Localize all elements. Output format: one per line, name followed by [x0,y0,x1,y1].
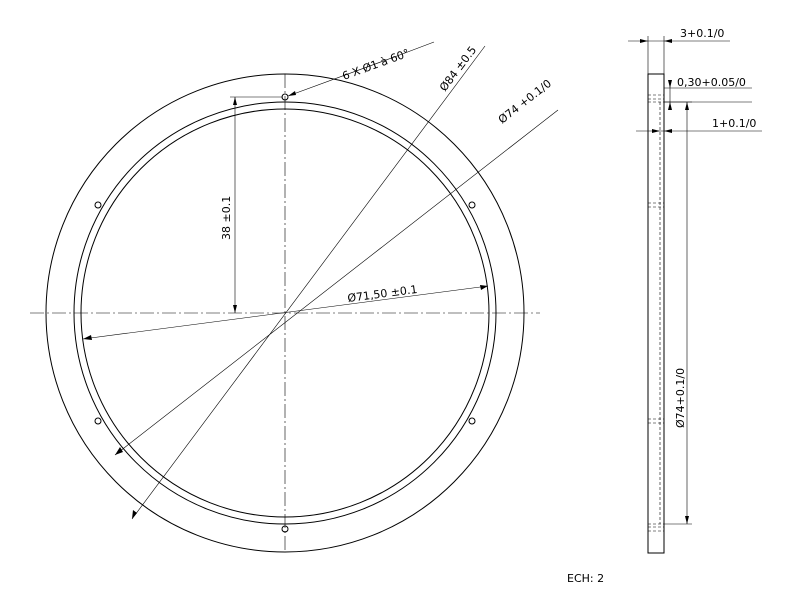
mounting-holes [94,93,476,533]
side-view: 3+0.1/0 0,30+0.05/0 1+0.1/0 Ø74+0.1/0 [628,27,762,554]
arrowhead [288,91,296,96]
outer-diameter-dimension-line [131,45,486,520]
arrowhead [115,447,123,455]
inner-diameter-dimension-line [82,285,489,340]
mounting-hole [94,417,102,425]
mounting-hole [468,417,476,425]
hole-radius-label: 38 ±0.1 [220,196,233,240]
front-view: 6 X Ø1 à 60° Ø84 ±0.5 Ø74 +0.1/0 Ø71,50 … [30,41,559,553]
groove-diameter-label: Ø74 +0.1/0 [496,77,554,126]
mounting-hole [468,201,476,209]
inner-circle [80,108,490,518]
inner-diameter-label: Ø71,50 ±0.1 [347,283,418,305]
arrowhead [668,80,672,88]
arrowhead [132,510,137,519]
scale-label: ECH: 2 [567,572,604,585]
arrowhead [652,129,660,133]
arrowhead [664,39,672,43]
mounting-hole [94,201,102,209]
groove-diameter-dimension-line [114,109,559,456]
arrowhead [233,97,237,105]
arrowhead [685,516,689,524]
outer-diameter-label: Ø84 ±0.5 [437,44,479,94]
side-view-outline [647,73,665,554]
arrowhead [668,102,672,110]
groove-width-label: 1+0.1/0 [712,117,756,130]
groove-diameter-side-label: Ø74+0.1/0 [674,368,687,428]
groove-circle [73,101,497,525]
arrowhead [233,305,237,313]
arrowhead [480,285,488,290]
arrowhead [83,335,92,340]
groove-depth-label: 0,30+0.05/0 [677,76,746,89]
hole-note-leader-line [396,41,435,57]
arrowhead [664,129,672,133]
hole-note-leader-line [287,55,398,97]
outer-circle [45,73,525,553]
arrowhead [640,39,648,43]
arrowhead [685,102,689,110]
thickness-label: 3+0.1/0 [680,27,724,40]
hole-note-label: 6 X Ø1 à 60° [341,47,412,83]
mounting-hole [281,525,289,533]
